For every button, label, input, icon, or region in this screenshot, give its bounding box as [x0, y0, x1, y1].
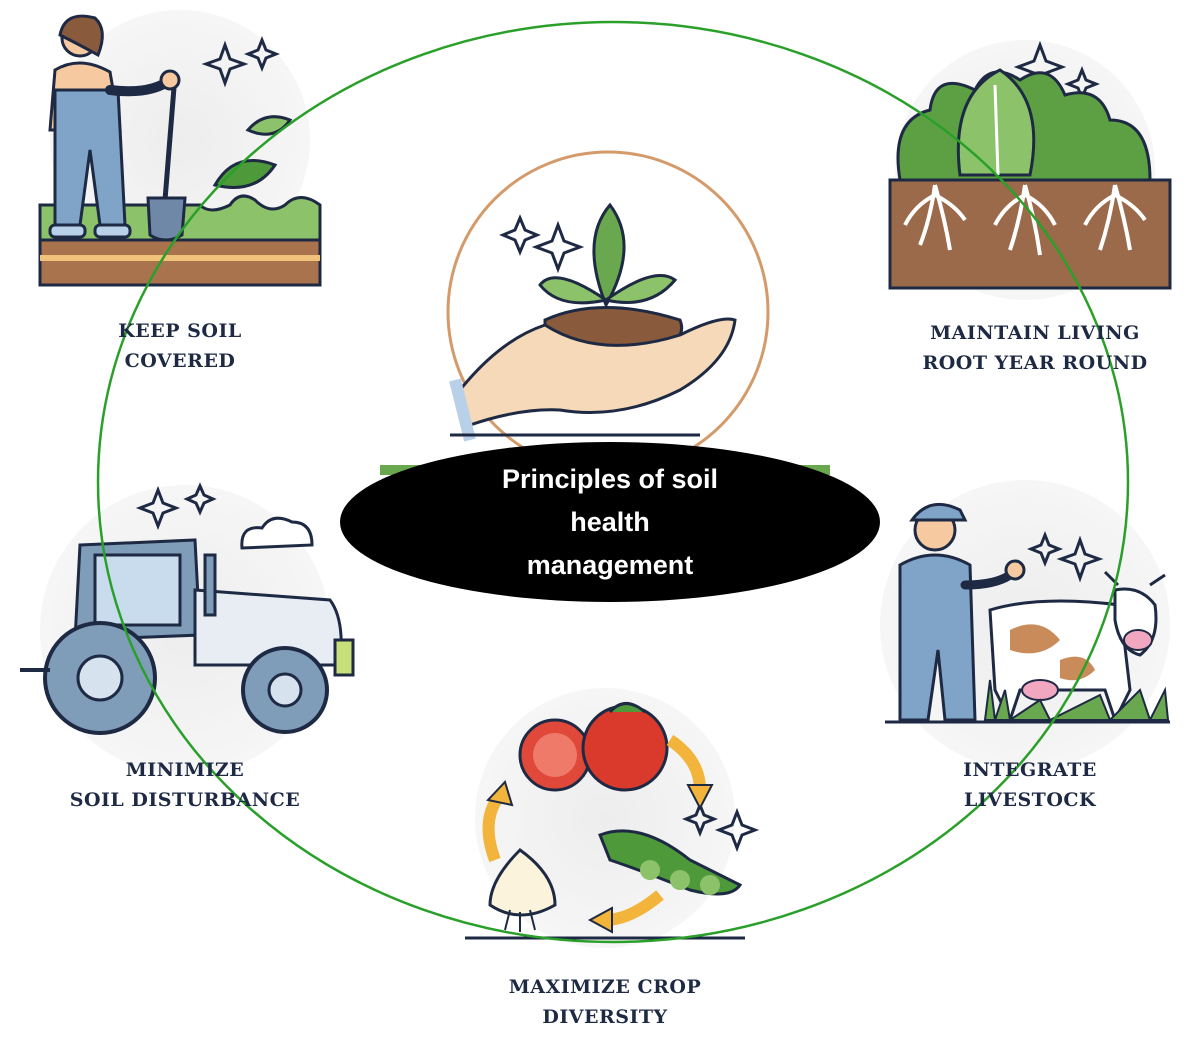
- principles-ring: [96, 20, 1130, 944]
- tractor-icon: [20, 482, 355, 775]
- gardener-icon: [38, 10, 322, 287]
- label-maintain-living-root: MAINTAIN LIVING ROOT YEAR ROUND: [922, 322, 1148, 374]
- title-line-2: health: [570, 506, 650, 537]
- diagram-title: Principles of soil health management: [340, 447, 880, 597]
- label-minimize-soil-disturbance: MINIMIZE SOIL DISTURBANCE: [69, 759, 301, 811]
- label-integrate-livestock: INTEGRATE LIVESTOCK: [963, 759, 1097, 811]
- title-line-1: Principles of soil: [501, 463, 719, 494]
- farmer-with-cow-icon: [880, 480, 1170, 770]
- center-title-badge: [340, 442, 880, 602]
- seedling-in-hand-icon: [446, 150, 770, 474]
- title-line-3: management: [526, 549, 694, 580]
- crop-rotation-icon: [465, 688, 760, 948]
- plant-roots-icon: [888, 40, 1172, 300]
- label-keep-soil-covered: KEEP SOIL COVERED: [118, 320, 242, 372]
- label-maximize-crop-diversity: MAXIMIZE CROP DIVERSITY: [508, 976, 702, 1028]
